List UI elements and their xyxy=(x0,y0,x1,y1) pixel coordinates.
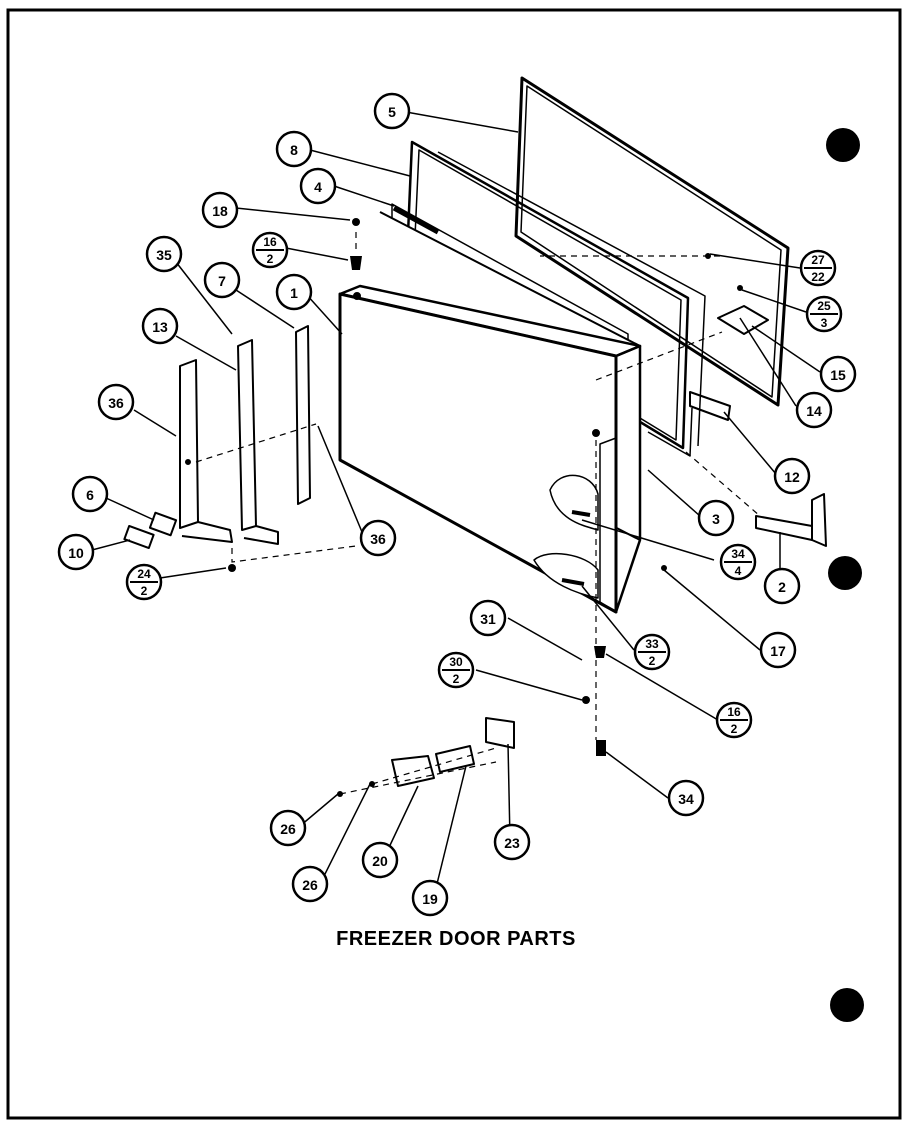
callout-30-top: 30 xyxy=(449,655,463,669)
callout-19-circle xyxy=(411,879,449,917)
callout-8-label: 8 xyxy=(290,142,298,158)
callout-6-circle xyxy=(71,475,109,513)
callout-2-circle xyxy=(763,567,801,605)
callout-25-top: 25 xyxy=(817,299,831,313)
callout-27-bottom: 22 xyxy=(811,270,825,284)
callout-10-circle xyxy=(57,533,95,571)
callout-24-top: 24 xyxy=(137,567,151,581)
callout-34a-top: 34 xyxy=(731,547,745,561)
callout-4-label: 4 xyxy=(314,179,322,195)
screw-16b xyxy=(594,646,606,658)
callout-26b-label: 26 xyxy=(302,877,318,893)
callout-33-top: 33 xyxy=(645,637,659,651)
callout-26a-circle xyxy=(269,809,307,847)
screw-25 xyxy=(737,285,743,291)
callout-7-circle xyxy=(203,261,241,299)
callout-14-label: 14 xyxy=(806,403,822,419)
callout-10-label: 10 xyxy=(68,545,84,561)
callout-circles xyxy=(57,92,857,917)
door-panel-part xyxy=(338,211,642,614)
part-23-plate xyxy=(485,717,515,749)
callout-27-top: 27 xyxy=(811,253,825,267)
callout-35-circle xyxy=(145,235,183,273)
callout-34b-circle xyxy=(667,779,705,817)
callout-36b-label: 36 xyxy=(370,531,386,547)
callout-17-label: 17 xyxy=(770,643,786,659)
callout-31-label: 31 xyxy=(480,611,496,627)
callout-36a-circle xyxy=(97,383,135,421)
screw-18 xyxy=(352,218,360,226)
callout-3-circle xyxy=(697,499,735,537)
screw-16a xyxy=(350,256,362,270)
callout-15-label: 15 xyxy=(830,367,846,383)
part-2-bracket xyxy=(755,493,827,547)
callout-14-circle xyxy=(795,391,833,429)
callout-13-circle xyxy=(141,307,179,345)
punch-hole-bottom xyxy=(830,988,864,1022)
callout-13-label: 13 xyxy=(152,319,168,335)
callout-18-circle xyxy=(201,191,239,229)
callout-20-label: 20 xyxy=(372,853,388,869)
screw-30 xyxy=(582,696,590,704)
callout-5-label: 5 xyxy=(388,104,396,120)
callout-23-label: 23 xyxy=(504,835,520,851)
callout-7-label: 7 xyxy=(218,273,226,289)
callout-26b-circle xyxy=(291,865,329,903)
screw-24 xyxy=(228,564,236,572)
callout-35-label: 35 xyxy=(156,247,172,263)
callout-30-bottom: 2 xyxy=(453,672,460,686)
callout-12-circle xyxy=(773,457,811,495)
page-border xyxy=(6,8,902,1120)
callout-1-label: 1 xyxy=(290,285,298,301)
callout-5-circle xyxy=(373,92,411,130)
callout-4-circle xyxy=(299,167,337,205)
callout-18-label: 18 xyxy=(212,203,228,219)
punch-hole-top xyxy=(826,128,860,162)
callout-25-bottom: 3 xyxy=(821,316,828,330)
callout-36b-circle xyxy=(359,519,397,557)
strip-7-part xyxy=(295,325,311,505)
callout-16a-top: 16 xyxy=(263,235,277,249)
screw-17 xyxy=(661,565,667,571)
callout-2-label: 2 xyxy=(778,579,786,595)
screw-34b xyxy=(596,740,606,756)
callout-17-circle xyxy=(759,631,797,669)
callout-3-label: 3 xyxy=(712,511,720,527)
part-19-hinge xyxy=(435,745,475,773)
callout-34b-label: 34 xyxy=(678,791,694,807)
callout-34a-bottom: 4 xyxy=(735,564,742,578)
callout-15-circle xyxy=(819,355,857,393)
punch-hole-middle xyxy=(828,556,862,590)
callout-33-bottom: 2 xyxy=(649,654,656,668)
callout-31-circle xyxy=(469,599,507,637)
diagram-title: FREEZER DOOR PARTS xyxy=(336,928,576,950)
callout-8-circle xyxy=(275,130,313,168)
part-12-strip xyxy=(689,391,731,421)
callout-1-circle xyxy=(275,273,313,311)
callout-16a-bottom: 2 xyxy=(267,252,274,266)
fraction-bars xyxy=(130,249,838,721)
strip-13-part xyxy=(179,359,233,543)
callout-36a-label: 36 xyxy=(108,395,124,411)
part-10-piece xyxy=(123,524,155,550)
callout-16b-bottom: 2 xyxy=(731,722,738,736)
strip-35-part xyxy=(237,339,279,545)
callout-20-circle xyxy=(361,841,399,879)
gasket-part xyxy=(514,76,790,407)
part-6-piece xyxy=(148,511,178,537)
callout-24-bottom: 2 xyxy=(141,584,148,598)
callout-26a-label: 26 xyxy=(280,821,296,837)
part-15-hinge xyxy=(717,305,769,335)
alignment-lines xyxy=(195,232,761,795)
callout-6-label: 6 xyxy=(86,487,94,503)
callout-19-label: 19 xyxy=(422,891,438,907)
callout-16b-top: 16 xyxy=(727,705,741,719)
callout-12-label: 12 xyxy=(784,469,800,485)
callout-23-circle xyxy=(493,823,531,861)
